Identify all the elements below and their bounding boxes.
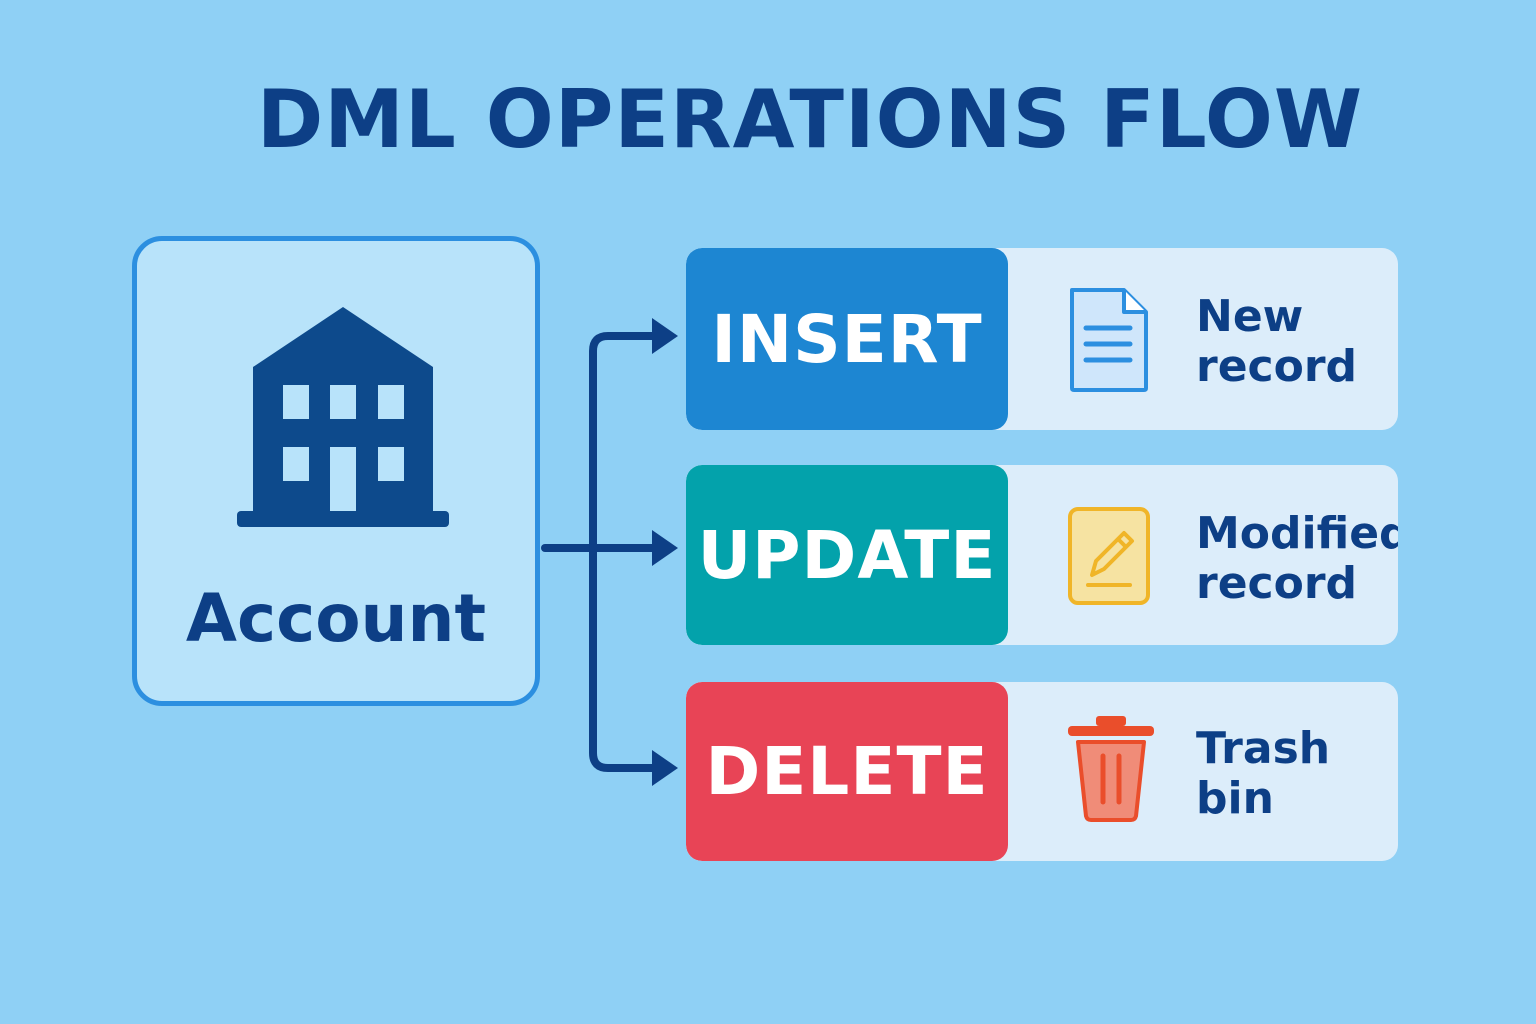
update-label: UPDATE (686, 465, 1008, 645)
building-icon (237, 307, 449, 527)
account-node: Account (132, 236, 540, 706)
page-title: DML OPERATIONS FLOW (256, 73, 1364, 166)
delete-description: Trash bin (1196, 723, 1331, 824)
arrowhead-delete (652, 750, 678, 786)
document-icon (1070, 288, 1148, 392)
edit-document-icon (1068, 507, 1150, 605)
delete-label: DELETE (686, 682, 1008, 861)
update-description: Modified record (1196, 508, 1398, 609)
insert-description: New record (1196, 291, 1358, 392)
arrowhead-update (652, 530, 678, 566)
operation-row-update: UPDATE Modified record (686, 465, 1398, 645)
connector-insert (589, 332, 660, 772)
account-label: Account (185, 580, 487, 657)
operation-row-delete: DELETE Trash bin (686, 682, 1398, 861)
insert-label: INSERT (686, 248, 1008, 430)
operation-row-insert: INSERT New record (686, 248, 1398, 430)
trash-bin-icon (1068, 716, 1154, 822)
arrowhead-insert (652, 318, 678, 354)
